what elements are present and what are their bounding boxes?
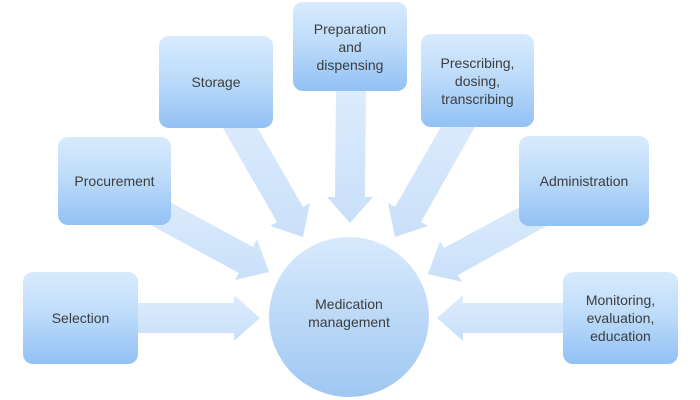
- center-node-medication-management: Medication management: [269, 237, 429, 397]
- node-storage-label: Storage: [191, 74, 241, 90]
- arrow-monitoring-to-center: [437, 295, 563, 341]
- arrow-prescribing-to-center: [388, 111, 476, 237]
- node-selection-label: Selection: [51, 310, 110, 326]
- node-selection: Selection: [23, 272, 138, 364]
- node-administration: Administration: [519, 136, 649, 226]
- arrow-preparation-to-center: [327, 85, 373, 223]
- node-procurement: Procurement: [58, 137, 171, 225]
- node-procurement-label: Procurement: [74, 173, 155, 189]
- node-preparation-and-dispensing-label: Preparation and dispensing: [313, 20, 387, 73]
- arrow-selection-to-center: [138, 295, 260, 341]
- node-prescribing-dosing-transcribing-label: Prescribing, dosing, transcribing: [440, 54, 515, 107]
- node-monitoring-evaluation-education: Monitoring, evaluation, education: [563, 272, 678, 364]
- node-prescribing-dosing-transcribing: Prescribing, dosing, transcribing: [421, 34, 534, 127]
- node-administration-label: Administration: [539, 173, 629, 189]
- center-node-label: Medication management: [308, 296, 390, 330]
- node-preparation-and-dispensing: Preparation and dispensing: [293, 2, 407, 91]
- arrow-storage-to-center: [220, 108, 310, 237]
- node-storage: Storage: [159, 36, 273, 128]
- arrow-procurement-to-center: [143, 195, 269, 280]
- node-monitoring-evaluation-education-label: Monitoring, evaluation, education: [585, 292, 656, 344]
